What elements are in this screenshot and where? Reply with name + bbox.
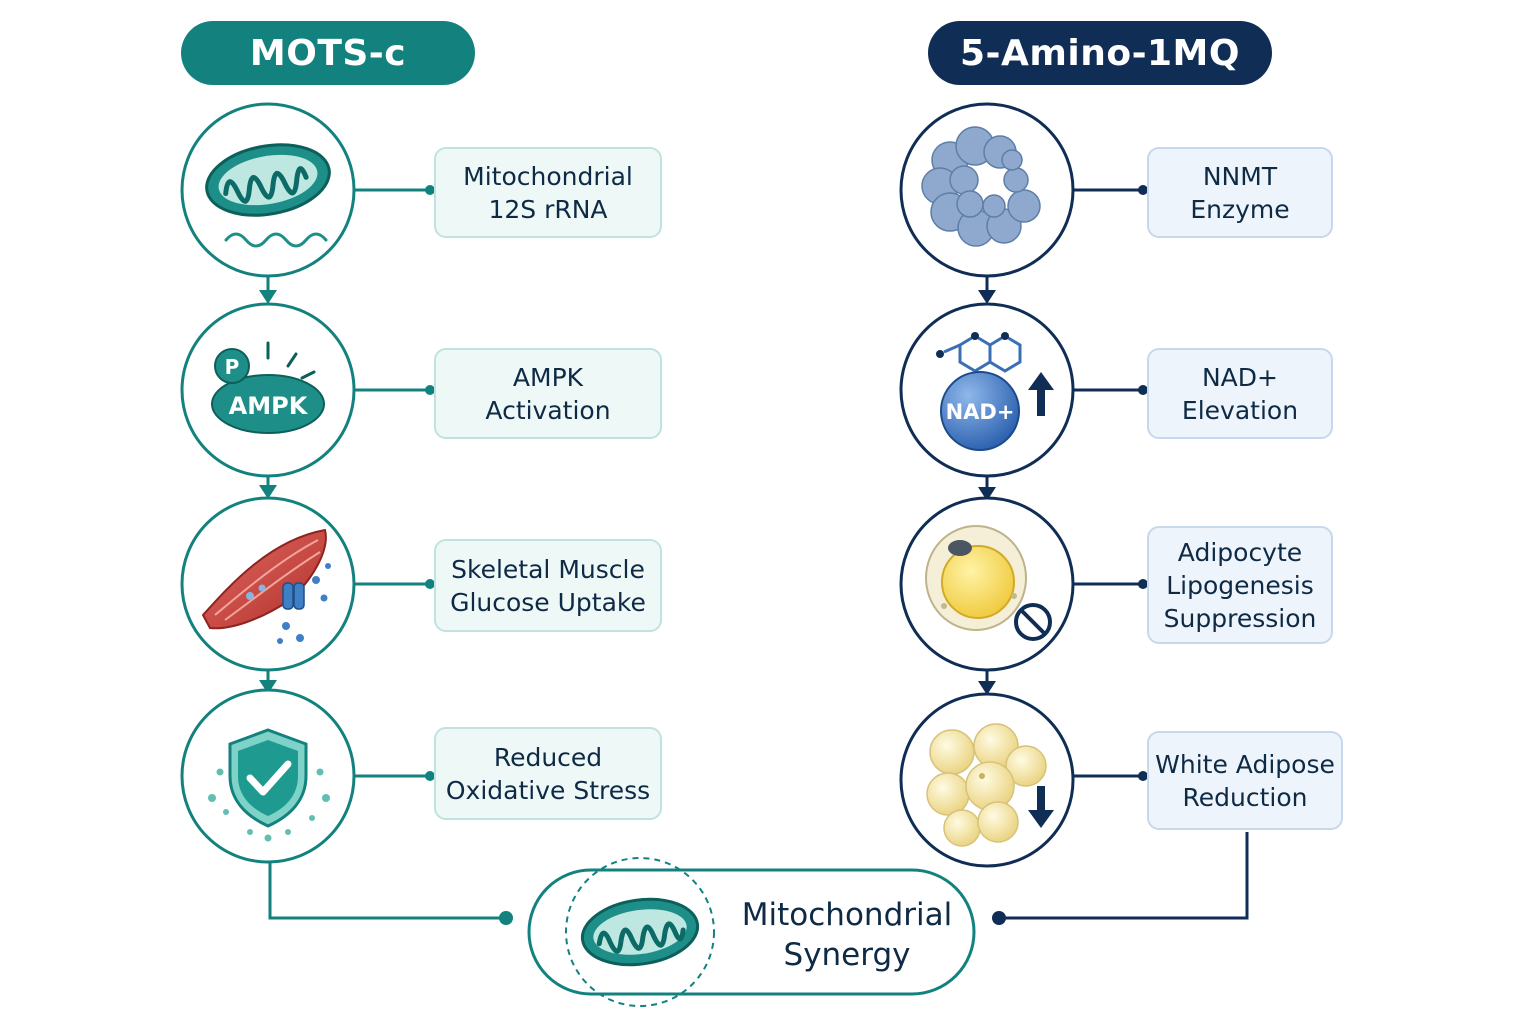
synergy-box [527,857,976,1007]
nad-up-icon: NAD+ [936,332,1054,451]
arrow-down-icon [1028,786,1054,828]
5-amino-1mq-header: 5-Amino-1MQ [928,21,1272,85]
arrow-up-icon [1028,372,1054,416]
activation-spark-icon [266,341,316,380]
adipocyte-inhibit-icon [925,525,1052,641]
right-step-2-label: NAD+Elevation [1147,348,1333,439]
right-arrowheads [978,185,1148,925]
synergy-mitochondria-icon [580,897,700,967]
fat-cells-down-icon [926,723,1054,847]
muscle-glucose-icon [201,528,331,644]
left-arrowheads [259,185,513,925]
right-step-1-icon-circle [899,102,1075,278]
shield-check-icon [208,728,330,842]
left-step-3-icon-circle [180,496,356,672]
mitochondria-icon [205,143,331,217]
left-step-4-icon-circle [180,688,356,864]
right-step-4-icon-circle [899,692,1075,868]
right-connectors [985,188,1249,920]
ampk-label: AMPK [229,392,309,420]
left-connectors [266,188,504,920]
ampk-icon: AMPK P [211,341,325,434]
prohibited-icon [1014,603,1052,641]
protein-icon [921,126,1041,247]
phospho-label: P [225,355,240,379]
left-step-1-icon-circle [180,102,356,278]
right-step-2-icon-circle: NAD+ [899,302,1075,478]
left-step-2-icon-circle: AMPK P [180,302,356,478]
nad-molecule-label: NAD+ [946,400,1015,424]
right-step-3-icon-circle [899,496,1075,672]
mots-c-header: MOTS-c [181,21,475,85]
